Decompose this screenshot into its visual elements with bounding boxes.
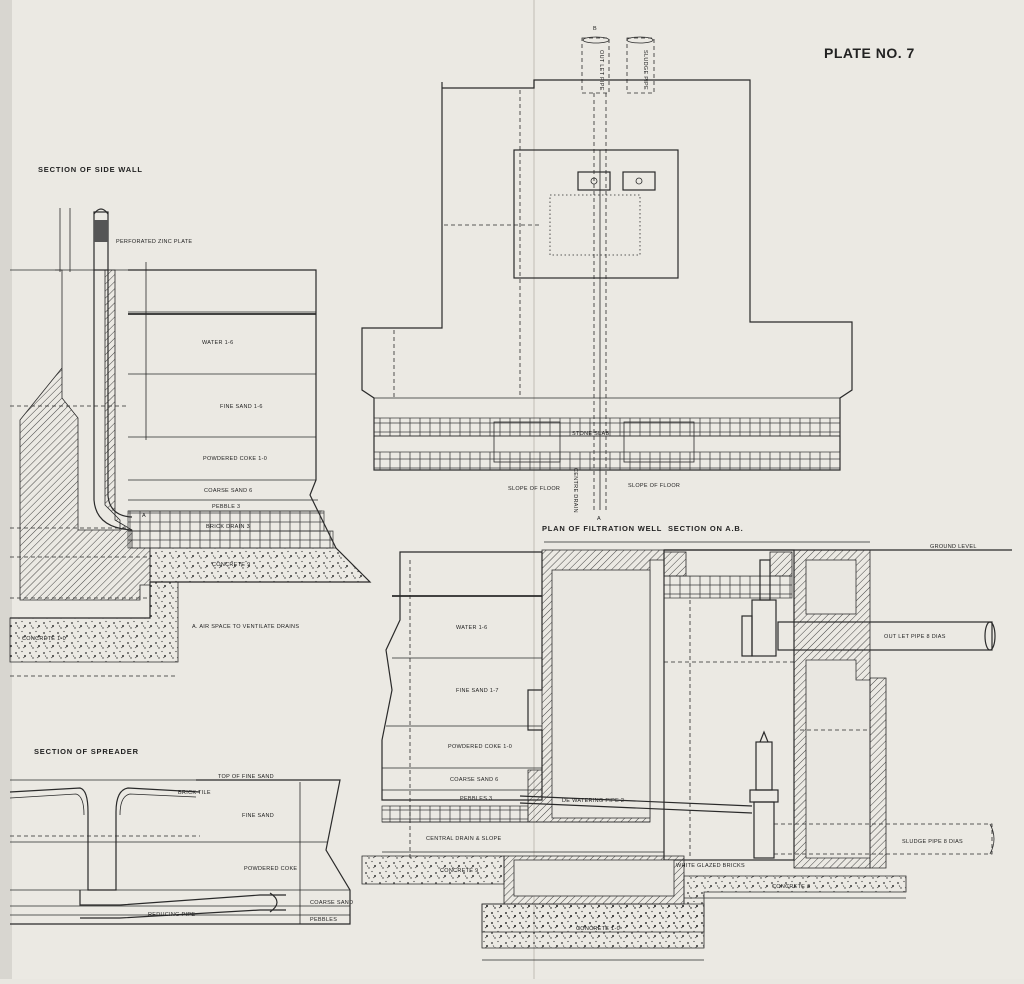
spreader-section: SECTION OF SPREADER TOP OF FINE SAND BRI… (9, 747, 353, 925)
section-outlet-pipe-label: OUT LET PIPE 8 DIAS (884, 634, 946, 640)
reducing-pipe-label: REDUCING PIPE (148, 912, 195, 918)
side-wall-layer-fine-sand: FINE SAND 1-6 (220, 404, 263, 410)
dewatering-pipe-label: DE WATERING PIPE 2 (562, 798, 624, 804)
section-ab-title: SECTION ON A.B. (668, 524, 743, 533)
stone-slab-label: STONE SLAB (572, 431, 609, 437)
perforated-label: PERFORATED ZINC PLATE (116, 239, 192, 245)
section-layer-powdered-coke: POWDERED COKE 1-0 (448, 744, 512, 750)
spreader-powdered-coke-label: POWDERED COKE (244, 866, 297, 872)
top-of-fine-sand-label: TOP OF FINE SAND (218, 774, 274, 780)
side-wall-layer-powdered-coke: POWDERED COKE 1-0 (203, 456, 267, 462)
spreader-coarse-sand-label: COARSE SAND (310, 900, 353, 906)
section-layer-water: WATER 1-6 (456, 625, 487, 631)
section-ab: SECTION ON A.B. GROUND LEVEL WATER 1-6 F… (361, 524, 1012, 961)
air-space-label: A. AIR SPACE TO VENTILATE DRAINS (192, 624, 299, 630)
binding-edge (0, 0, 12, 979)
side-wall-layer-water: WATER 1-6 (202, 340, 233, 346)
section-layer-coarse-sand: COARSE SAND 6 (450, 777, 499, 783)
plan-outlet-pipe-label: OUT LET PIPE (598, 50, 604, 91)
side-wall-layer-brick-drain: BRICK DRAIN 3 (206, 524, 250, 530)
spreader-fine-sand-label: FINE SAND (242, 813, 274, 819)
spreader-pebbles-label: PEBBLES (310, 917, 337, 923)
spreader-title: SECTION OF SPREADER (34, 747, 139, 756)
slope-right-label: SLOPE OF FLOOR (628, 483, 680, 489)
white-bricks-label: WHITE GLAZED BRICKS (676, 863, 745, 869)
section-layer-pebbles: PEBBLES 3 (460, 796, 492, 802)
side-wall-layer-pebble: PEBBLE 3 (212, 504, 240, 510)
section-layer-fine-sand: FINE SAND 1-7 (456, 688, 499, 694)
central-drain-label: CENTRAL DRAIN & SLOPE (426, 836, 502, 842)
section-sludge-pipe-label: SLUDGE PIPE 8 DIAS (902, 839, 963, 845)
concrete-bottom-label: CONCRETE 1-0 (576, 926, 620, 932)
side-wall-layer-concrete: CONCRETE 9 (212, 562, 250, 568)
concrete-base-label: CONCRETE 1-0 (22, 636, 66, 642)
side-wall-section: SECTION OF SIDE WALL PERFORATED ZINC PLA… (9, 165, 372, 677)
side-wall-layer-coarse-sand: COARSE SAND 6 (204, 488, 253, 494)
plan-title: PLAN OF FILTRATION WELL (542, 524, 662, 533)
plan-sludge-pipe-label: SLUDGE PIPE (642, 50, 648, 90)
plan-section: OUT LET PIPE SLUDGE PIPE B STONE SLAB CE… (361, 26, 853, 533)
side-wall-title: SECTION OF SIDE WALL (38, 165, 143, 174)
ground-level-label: GROUND LEVEL (930, 544, 977, 550)
perforated-plate (94, 220, 108, 242)
concrete-right-label: CONCRETE 6 (772, 884, 810, 890)
plan-marker-a: A (597, 516, 601, 522)
side-wall-marker-a: A (142, 513, 146, 519)
centre-drain-label: CENTRE DRAIN (572, 468, 578, 513)
plan-marker-b: B (593, 26, 597, 32)
concrete-left-label: CONCRETE 9 (440, 868, 478, 874)
brick-tile-label: BRICK TILE (178, 790, 211, 796)
plate-title: PLATE NO. 7 (824, 45, 915, 61)
slope-left-label: SLOPE OF FLOOR (508, 486, 560, 492)
